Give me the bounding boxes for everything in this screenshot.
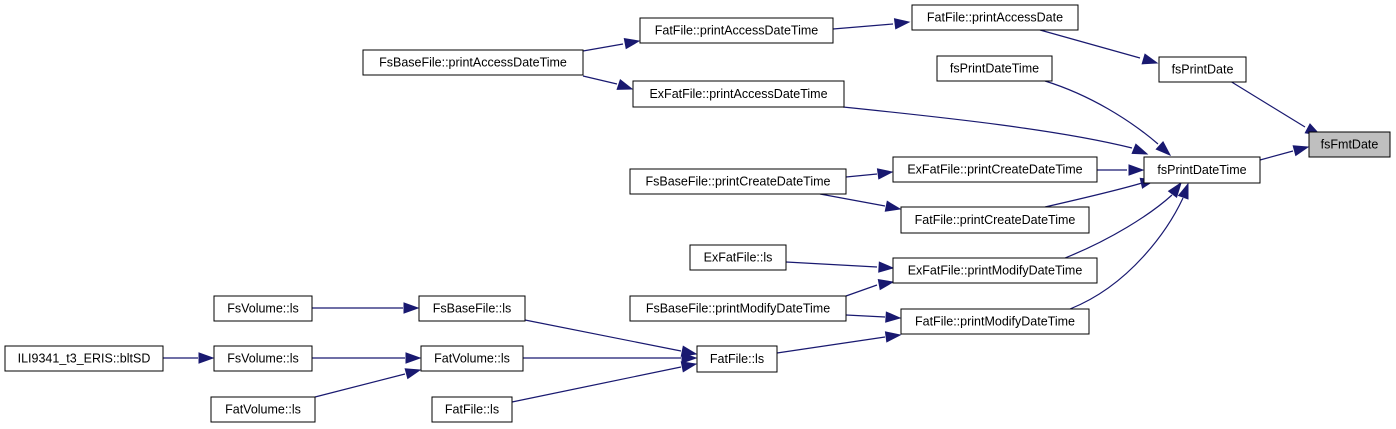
arrowhead-icon [1155, 140, 1172, 157]
arrowhead-icon [877, 279, 895, 291]
edge-fatmodify-to-fsprintdatetime [1069, 182, 1189, 310]
arrowhead-icon [884, 200, 902, 212]
arrowhead-icon [1292, 145, 1310, 157]
node-exfatfile-printcreatedatetime[interactable]: ExFatFile::printCreateDateTime [892, 156, 1098, 183]
node-label: FsBaseFile::printAccessDateTime [379, 56, 567, 70]
node-label: fsFmtDate [1321, 138, 1379, 152]
node-label: ExFatFile::printAccessDateTime [649, 87, 827, 101]
arrowhead-icon [1131, 143, 1149, 155]
edge-printaccessdate-to-fsprintdate [1039, 29, 1159, 65]
edge-fatprintaccessdt-to-printaccessdate [832, 18, 911, 30]
edge-exfatcreate-to-fsprintdatetime [1097, 164, 1145, 176]
node-label: ILI9341_t3_ERIS::bltSD [18, 352, 151, 366]
edge-fsvolls1-to-fsbasels [312, 302, 420, 314]
edge-exfataccess-to-fsprintdatetime [842, 106, 1149, 155]
node-fsbasefile-printcreatedatetime[interactable]: FsBaseFile::printCreateDateTime [629, 168, 847, 195]
node-label: fsPrintDate [1172, 63, 1234, 77]
node-label: FatFile::ls [445, 403, 499, 417]
node-label: FatFile::printModifyDateTime [915, 315, 1075, 329]
node-fatfile-printaccessdatetime[interactable]: FatFile::printAccessDateTime [639, 17, 834, 44]
arrowhead-icon [893, 18, 911, 30]
edge-fsvolls2-to-fatvolls1 [312, 352, 422, 364]
node-label: FatFile::printAccessDate [927, 11, 1063, 25]
node-exfatfile-ls[interactable]: ExFatFile::ls [689, 244, 787, 271]
node-label: fsPrintDateTime [950, 62, 1039, 76]
node-fatvolume-ls-1[interactable]: FatVolume::ls [420, 345, 524, 372]
edge-exfatmodify-to-fsprintdatetime [1064, 181, 1182, 259]
edge-fsbasecreate-to-fatcreate [819, 193, 902, 212]
node-fsbasefile-ls[interactable]: FsBaseFile::ls [418, 295, 526, 322]
arrowhead-icon [876, 168, 894, 180]
node-fatfile-printmodifydatetime[interactable]: FatFile::printModifyDateTime [900, 308, 1090, 335]
node-fsprintdatetime[interactable]: fsPrintDateTime [1143, 156, 1261, 184]
edge-fsbasels-to-fatls [524, 319, 698, 357]
arrowhead-icon [1141, 53, 1159, 65]
node-fatfile-ls[interactable]: FatFile::ls [696, 345, 778, 373]
node-label: FsBaseFile::printCreateDateTime [645, 175, 830, 189]
node-fsprintdatetime-leaf[interactable]: fsPrintDateTime [936, 55, 1053, 82]
node-label: FatFile::printCreateDateTime [915, 213, 1076, 227]
arrowhead-icon [1177, 182, 1189, 200]
arrowhead-icon [623, 38, 641, 50]
node-fatfile-printcreatedatetime[interactable]: FatFile::printCreateDateTime [900, 206, 1090, 234]
node-fsfmtdate[interactable]: fsFmtDate [1308, 131, 1391, 158]
arrowhead-icon [616, 78, 634, 90]
node-fsbasefile-printmodifydatetime[interactable]: FsBaseFile::printModifyDateTime [629, 295, 847, 322]
node-fsvolume-ls-2[interactable]: FsVolume::ls [213, 345, 313, 372]
edge-fatvolls1-to-fatls [523, 352, 698, 364]
edge-fatvolls2-to-fatvolls1 [314, 368, 422, 398]
arrowhead-icon [1167, 181, 1182, 199]
edge-fatls-to-fatmodify [776, 331, 902, 354]
edge-fsbaseaccess-to-fatprintaccess [582, 38, 641, 52]
arrowhead-icon [198, 352, 215, 364]
node-fsprintdate[interactable]: fsPrintDate [1158, 56, 1247, 83]
edge-fsbaseaccess-to-exfatprintaccess [582, 75, 634, 90]
edge-fatfilels2-to-fatls [511, 361, 698, 403]
node-label: FatFile::printAccessDateTime [655, 24, 819, 38]
node-label: FsBaseFile::printModifyDateTime [646, 302, 830, 316]
arrowhead-icon [680, 361, 698, 373]
node-label: FatVolume::ls [434, 352, 510, 366]
node-fsbasefile-printaccessdatetime[interactable]: FsBaseFile::printAccessDateTime [362, 49, 584, 76]
arrowhead-icon [884, 331, 902, 343]
node-fatfile-ls-2[interactable]: FatFile::ls [431, 396, 513, 423]
node-exfatfile-printaccessdatetime[interactable]: ExFatFile::printAccessDateTime [632, 80, 845, 108]
edge-exfatls-to-exfatmodify [785, 261, 895, 273]
edge-fsprintdatetime-to-fsfmtdate [1259, 145, 1310, 161]
edge-bltsd-to-fsvolls2 [163, 352, 215, 364]
node-exfatfile-printmodifydatetime[interactable]: ExFatFile::printModifyDateTime [892, 257, 1098, 284]
arrowhead-icon [885, 311, 902, 323]
edge-fsbasemodify-to-fatmodify [845, 311, 902, 323]
arrowhead-icon [1128, 164, 1145, 176]
node-label: ExFatFile::printModifyDateTime [908, 264, 1083, 278]
arrowhead-icon [404, 368, 422, 380]
node-ili9341-bltsd[interactable]: ILI9341_t3_ERIS::bltSD [4, 345, 164, 372]
arrowhead-icon [878, 261, 895, 273]
node-label: FatFile::ls [710, 352, 764, 366]
edges-layer [163, 18, 1322, 403]
arrowhead-icon [681, 352, 698, 364]
arrowhead-icon [403, 302, 420, 314]
edge-leaf-to-fsprintdatetime [1044, 80, 1172, 157]
node-label: FsVolume::ls [227, 302, 299, 316]
node-label: ExFatFile::printCreateDateTime [907, 163, 1082, 177]
edge-fsbasemodify-to-exfatmodify [845, 279, 895, 297]
node-label: FsBaseFile::ls [433, 302, 512, 316]
node-fatvolume-ls-2[interactable]: FatVolume::ls [210, 396, 316, 423]
node-label: FsVolume::ls [227, 352, 299, 366]
node-fatfile-printaccessdate[interactable]: FatFile::printAccessDate [911, 4, 1079, 31]
node-label: FatVolume::ls [225, 403, 301, 417]
node-label: ExFatFile::ls [704, 251, 773, 265]
edge-fatcreate-to-fsprintdatetime [1044, 177, 1157, 208]
node-label: fsPrintDateTime [1157, 163, 1246, 177]
edge-fsprintdate-to-fsfmtdate [1229, 80, 1322, 136]
edge-fsbasecreate-to-exfatcreate [845, 168, 894, 180]
arrowhead-icon [405, 352, 422, 364]
node-fsvolume-ls-1[interactable]: FsVolume::ls [213, 295, 313, 322]
